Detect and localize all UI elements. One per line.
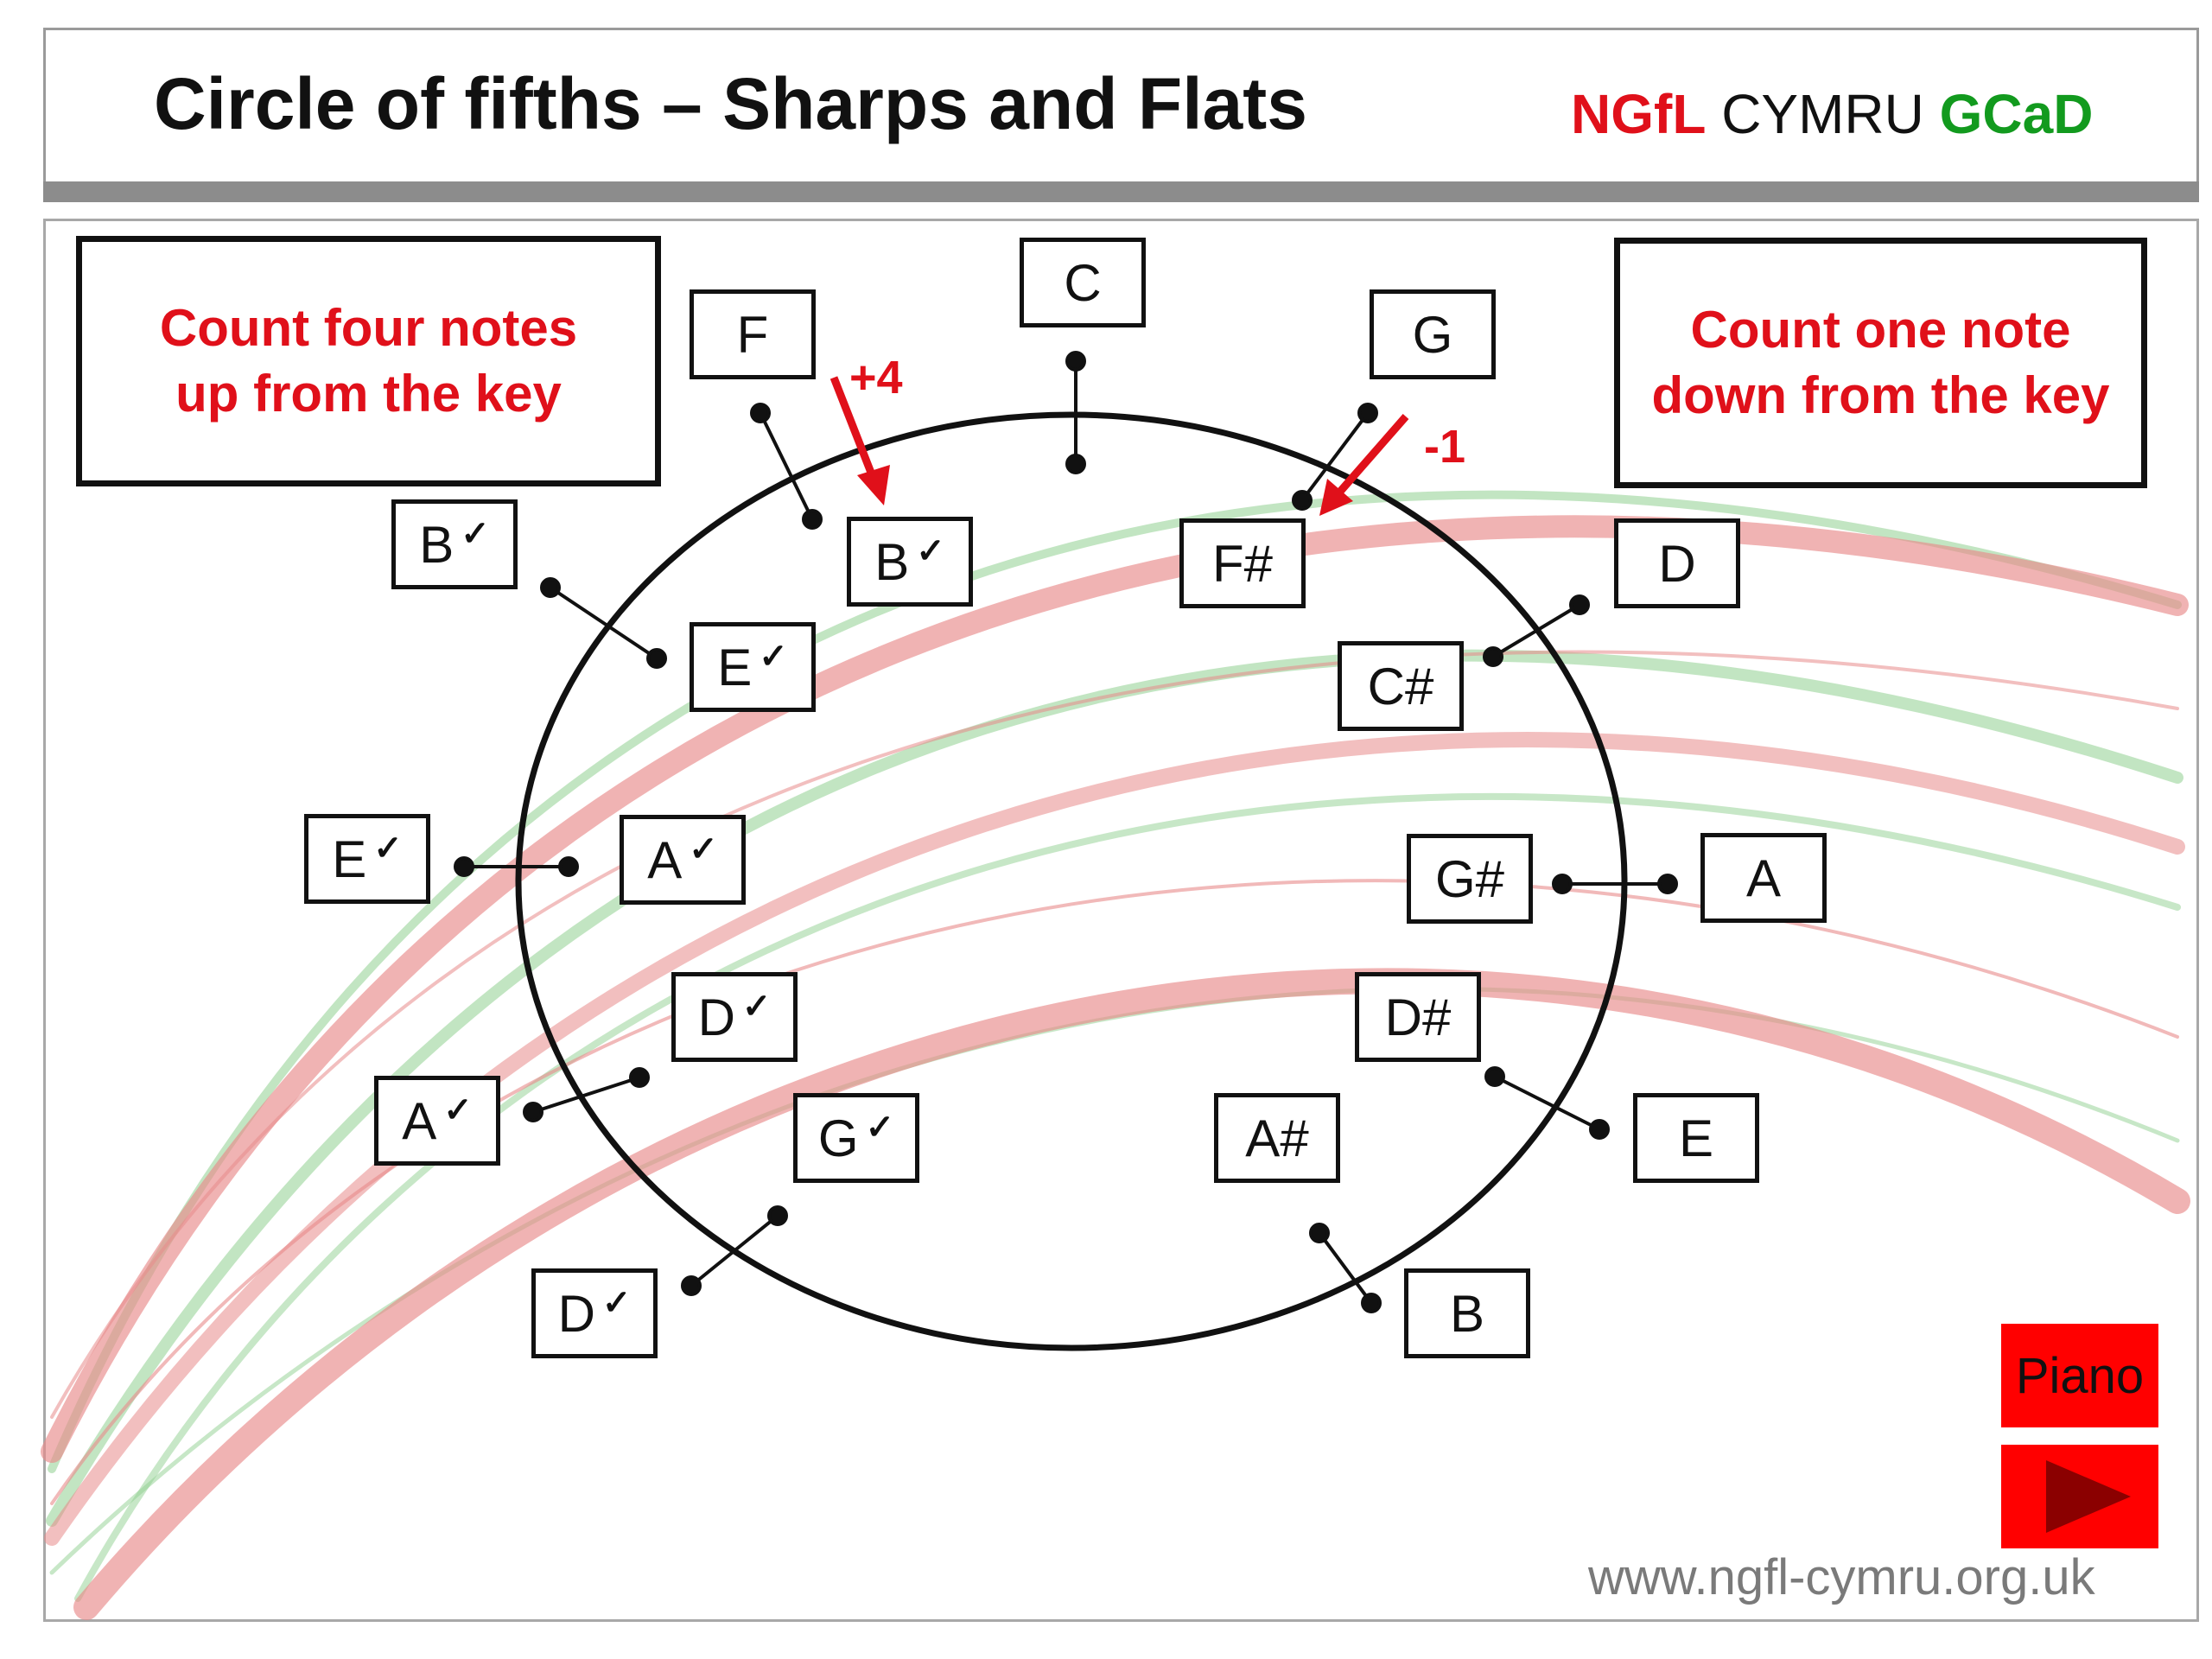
note-a[interactable]: A (1700, 833, 1827, 923)
flat-symbol-icon: ✓ (865, 1109, 895, 1147)
note-c-sharp[interactable]: C# (1338, 641, 1464, 731)
brand-cymru: CYMRU (1706, 83, 1940, 145)
flat-symbol-icon: ✓ (601, 1284, 632, 1322)
play-icon (2046, 1460, 2131, 1533)
note-a-flat-outer[interactable]: A✓ (374, 1076, 500, 1166)
flat-symbol-icon: ✓ (461, 515, 490, 553)
flat-symbol-icon: ✓ (759, 638, 788, 676)
decorative-swooshes (41, 490, 2190, 1620)
header-divider (43, 181, 2199, 202)
footer-url: www.ngfl-cymru.org.uk (1588, 1549, 2095, 1605)
flat-symbol-icon: ✓ (689, 830, 718, 868)
brand-gcad: GCaD (1939, 83, 2094, 145)
note-f[interactable]: F (690, 289, 816, 379)
note-d-flat[interactable]: D✓ (671, 972, 798, 1062)
connector-lines (454, 351, 1678, 1313)
brand-ngfl: NGfL (1571, 83, 1707, 145)
note-e[interactable]: E (1633, 1093, 1759, 1183)
note-e-flat[interactable]: E✓ (690, 622, 816, 712)
note-g[interactable]: G (1370, 289, 1496, 379)
note-a-flat[interactable]: A✓ (620, 815, 746, 905)
flat-symbol-icon: ✓ (741, 988, 772, 1026)
note-b[interactable]: B (1404, 1268, 1530, 1358)
note-a-sharp[interactable]: A# (1214, 1093, 1340, 1183)
flats-rule-box: Count one note down from the key (1614, 238, 2147, 488)
play-button[interactable] (2001, 1445, 2158, 1548)
note-b-flat[interactable]: B✓ (847, 517, 973, 607)
header-panel (43, 28, 2199, 181)
main-circle (515, 411, 1628, 1351)
page-title: Circle of fifths – Sharps and Flats (154, 63, 1307, 144)
flats-rule-text: Count one note down from the key (1651, 301, 2110, 424)
note-e-flat-outer[interactable]: E✓ (304, 814, 430, 904)
note-g-flat[interactable]: G✓ (793, 1093, 919, 1183)
note-c[interactable]: C (1020, 238, 1146, 327)
plus-four-label: +4 (849, 352, 903, 404)
note-b-flat-outer[interactable]: B✓ (391, 499, 518, 589)
note-d[interactable]: D (1614, 518, 1740, 608)
minus-one-label: -1 (1424, 421, 1465, 473)
piano-button[interactable]: Piano (2001, 1324, 2158, 1427)
note-f-sharp[interactable]: F# (1179, 518, 1306, 608)
flat-symbol-icon: ✓ (373, 830, 403, 868)
sharps-rule-text: Count four notes up from the key (159, 299, 578, 423)
note-d-flat-outer[interactable]: D✓ (531, 1268, 658, 1358)
note-g-sharp[interactable]: G# (1407, 834, 1533, 924)
rule-arrows (830, 376, 1409, 516)
brand-logo: NGfL CYMRU GCaD (1571, 82, 2093, 146)
flat-symbol-icon: ✓ (443, 1091, 473, 1129)
flat-symbol-icon: ✓ (916, 532, 945, 570)
sharps-rule-box: Count four notes up from the key (76, 236, 661, 486)
note-d-sharp[interactable]: D# (1355, 972, 1481, 1062)
